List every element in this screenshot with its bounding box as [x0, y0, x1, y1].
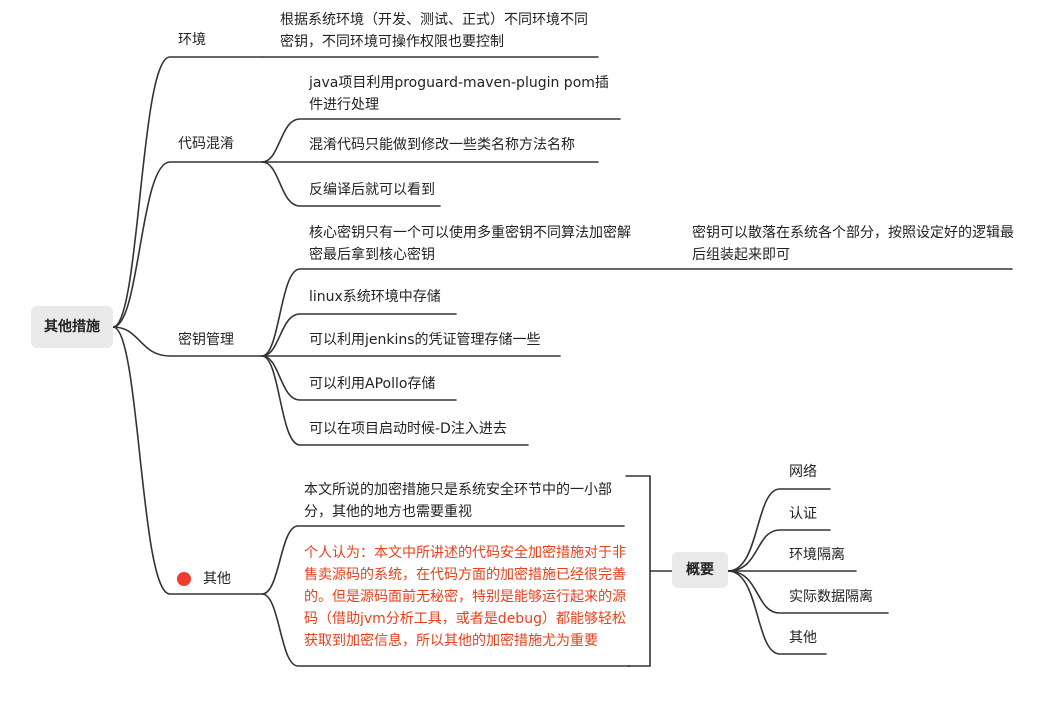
- obfuscation-leaf-3[interactable]: 反编译后就可以看到: [309, 182, 435, 198]
- keys-leaf-1-sub[interactable]: 密钥可以散落在系统各个部分，按照设定好的逻辑最后组装起来即可: [692, 225, 1014, 263]
- connector-obf-1: [261, 118, 621, 163]
- summary-bracket: [625, 475, 651, 667]
- connector-keys-2: [261, 313, 457, 357]
- summary-item-auth[interactable]: 认证: [789, 506, 817, 522]
- keys-leaf-1[interactable]: 核心密钥只有一个可以使用多重密钥不同算法加密解密最后拿到核心密钥: [309, 225, 631, 263]
- connector-keys-1: [261, 268, 1013, 357]
- other-leaf-1[interactable]: 本文所说的加密措施只是系统安全环节中的一小部分，其他的地方也需要重视: [304, 482, 612, 520]
- branch-obfuscation-label[interactable]: 代码混淆: [178, 136, 234, 152]
- branch-keys-label[interactable]: 密钥管理: [178, 332, 234, 348]
- other-leaf-2-note[interactable]: 个人认为：本文中所讲述的代码安全加密措施对于非售卖源码的系统，在代码方面的加密措…: [304, 545, 626, 649]
- connector-root-keys: [112, 326, 263, 357]
- connector-root-obfuscation: [112, 161, 263, 328]
- connector-summary-5: [727, 570, 827, 655]
- summary-item-other[interactable]: 其他: [789, 630, 817, 646]
- summary-item-env-isolation[interactable]: 环境隔离: [789, 547, 845, 563]
- connector-summary-2: [727, 529, 831, 572]
- root-node[interactable]: 其他措施: [31, 306, 113, 348]
- obfuscation-leaf-1[interactable]: java项目利用proguard-maven-plugin pom插件进行处理: [309, 75, 609, 113]
- branch-other-label[interactable]: 其他: [203, 571, 231, 587]
- summary-item-network[interactable]: 网络: [789, 464, 817, 480]
- keys-leaf-3[interactable]: 可以利用jenkins的凭证管理存储一些: [309, 332, 541, 348]
- connector-root-env: [112, 56, 263, 328]
- connector-summary-1: [727, 488, 831, 572]
- connector-other-1: [261, 525, 625, 595]
- connector-root-other: [112, 326, 263, 595]
- obfuscation-leaf-2[interactable]: 混淆代码只能做到修改一些类名称方法名称: [309, 137, 575, 153]
- connector-keys-4: [261, 355, 457, 401]
- env-leaf-1[interactable]: 根据系统环境（开发、测试、正式）不同环境不同密钥，不同环境可操作权限也要控制: [280, 12, 588, 50]
- connector-other-2: [261, 593, 631, 667]
- keys-leaf-5[interactable]: 可以在项目启动时候-D注入进去: [309, 421, 507, 437]
- connector-summary-4: [727, 570, 889, 614]
- summary-node[interactable]: 概要: [672, 552, 728, 588]
- red-dot-marker-icon: [177, 572, 191, 586]
- connector-keys-5: [261, 355, 529, 446]
- keys-leaf-4[interactable]: 可以利用APollo存储: [309, 376, 436, 392]
- summary-item-data-isolation[interactable]: 实际数据隔离: [789, 589, 873, 605]
- branch-env-label[interactable]: 环境: [178, 32, 206, 48]
- connector-obf-3: [261, 161, 441, 207]
- keys-leaf-2[interactable]: linux系统环境中存储: [309, 289, 441, 305]
